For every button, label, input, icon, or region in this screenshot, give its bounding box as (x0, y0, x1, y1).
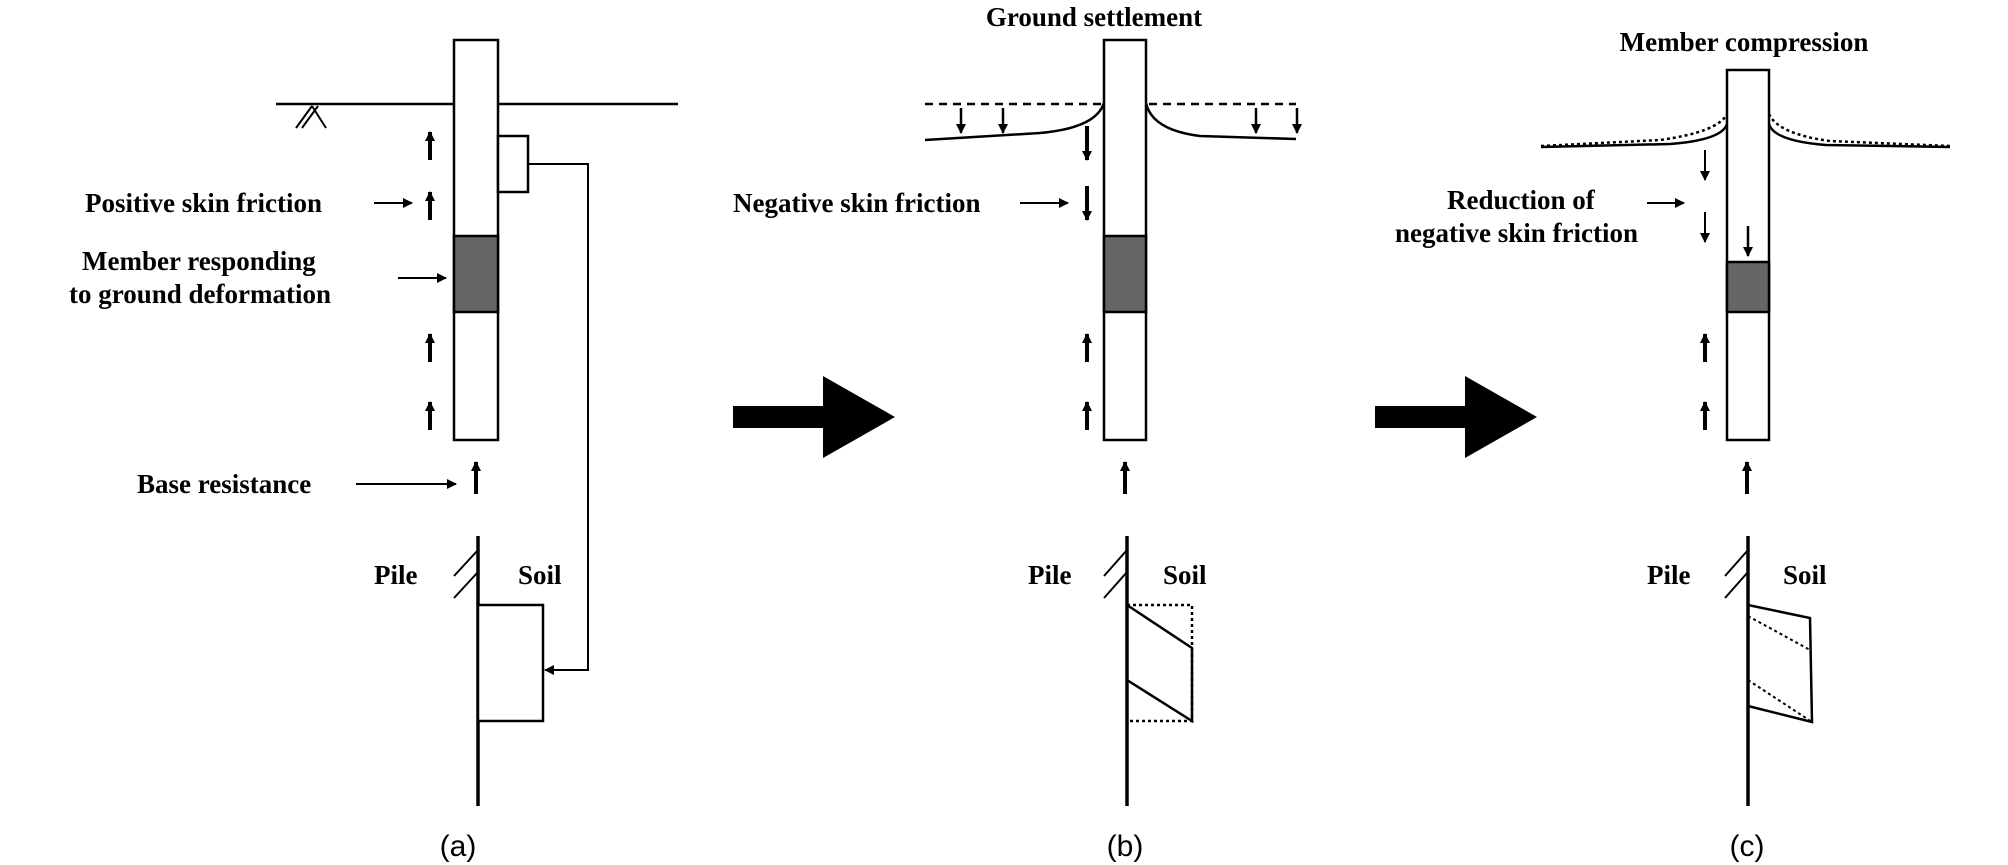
caption-b: (b) (1107, 830, 1144, 863)
hatch-icon (1724, 571, 1749, 599)
caption-c: (c) (1730, 830, 1765, 863)
current-soil-block (1126, 603, 1194, 724)
label-negative-skin-friction: Negative skin friction (733, 188, 980, 218)
settled-ground-line (924, 102, 1106, 142)
settled-ground-line (1144, 102, 1297, 141)
panel-a: Positive skin friction Member responding… (69, 38, 678, 863)
ground-symbol-icon (295, 105, 327, 129)
label-pile: Pile (1647, 560, 1690, 590)
responding-member (1725, 260, 1771, 314)
hatch-icon (1103, 549, 1128, 577)
label-member-line1: Member responding (82, 246, 316, 276)
settled-ground-line (1767, 123, 1951, 149)
transition-arrow (1375, 376, 1537, 458)
label-soil: Soil (518, 560, 562, 590)
label-reduction-line2: negative skin friction (1395, 218, 1638, 248)
transition-arrow (733, 376, 895, 458)
title-ground-settlement: Ground settlement (986, 2, 1202, 32)
settled-ground-line (1540, 123, 1729, 149)
label-base-resistance: Base resistance (137, 469, 311, 499)
label-reduction-line1: Reduction of (1447, 185, 1596, 215)
panel-b: Ground settlement Negative skin friction… (733, 2, 1302, 863)
label-member-line2: to ground deformation (69, 279, 331, 309)
hatch-icon (1724, 549, 1749, 577)
initial-soil-block (1125, 603, 1194, 723)
caption-a: (a) (440, 830, 477, 863)
hatch-icon (453, 549, 479, 577)
label-soil: Soil (1163, 560, 1207, 590)
responding-member (1102, 234, 1148, 314)
label-soil: Soil (1783, 560, 1827, 590)
title-member-compression: Member compression (1620, 27, 1869, 57)
label-pile: Pile (374, 560, 417, 590)
current-soil-block (1747, 603, 1814, 724)
hatch-icon (1103, 571, 1128, 599)
soil-resistance-block (476, 603, 545, 723)
responding-member (452, 234, 500, 314)
label-positive-skin-friction: Positive skin friction (85, 188, 322, 218)
previous-ground-line (1540, 113, 1729, 148)
previous-soil-block (1747, 615, 1813, 723)
connector-line (528, 163, 589, 675)
sensor-box (496, 134, 530, 194)
previous-ground-line (1767, 113, 1951, 148)
hatch-icon (453, 571, 479, 599)
label-pile: Pile (1028, 560, 1071, 590)
panel-c: Member compression Reduction of negative… (1395, 27, 1951, 863)
